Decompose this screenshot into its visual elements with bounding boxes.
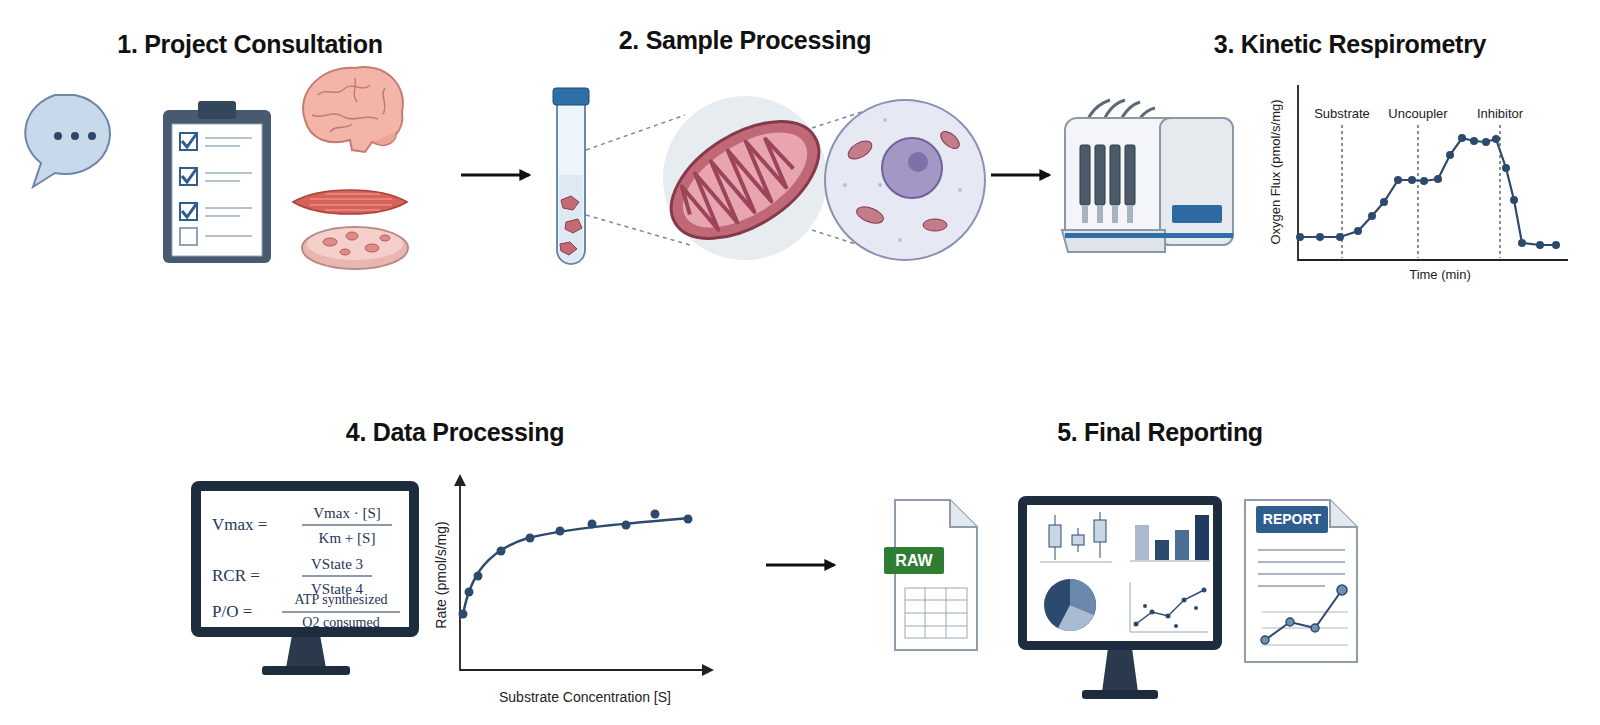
formula-text: P/O =: [212, 603, 252, 622]
step-heading: 4. Data Processing: [346, 418, 564, 447]
raw-file: [884, 500, 977, 650]
computer-monitor: [191, 481, 419, 675]
axis-label: Oxygen Flux (pmol/s/mg): [1269, 99, 1283, 244]
dashboard-monitor: [1018, 496, 1222, 699]
cell: [825, 100, 985, 260]
saturation-curve: [454, 474, 714, 676]
step-heading: 2. Sample Processing: [619, 26, 871, 55]
formula-text: ATP synthesized: [294, 592, 387, 607]
process-step: 2. Sample Processing: [535, 18, 985, 275]
marker-label: Uncoupler: [1388, 107, 1447, 121]
speech-bubble: [25, 95, 110, 187]
axis-label: Rate (pmol/s/mg): [434, 521, 449, 628]
process-step: 1. Project Consultation: [20, 20, 455, 275]
formula-text: Km + [S]: [319, 530, 376, 547]
file-tag: REPORT: [1263, 512, 1321, 527]
marker-label: Inhibitor: [1477, 107, 1523, 121]
report-document: [1245, 500, 1357, 662]
formula-text: VState 3: [311, 556, 363, 573]
file-tag: RAW: [895, 552, 932, 570]
brain: [303, 67, 403, 152]
process-step: 4. Data Processing: [175, 410, 760, 715]
formula-text: O2 consumed: [302, 615, 379, 630]
axis-label: Time (min): [1409, 268, 1471, 282]
flow-arrow: [461, 174, 529, 177]
clipboard: [163, 101, 271, 263]
process-step: 3. Kinetic Respirometry: [1055, 20, 1585, 285]
marker-label: Substrate: [1314, 107, 1370, 121]
step-heading: 5. Final Reporting: [1057, 418, 1263, 447]
mitochondrion: [651, 96, 839, 262]
formula-text: RCR =: [212, 567, 260, 586]
flow-arrow: [991, 174, 1049, 177]
test-tube: [553, 88, 589, 264]
step-heading: 3. Kinetic Respirometry: [1214, 30, 1486, 59]
axis-label: Substrate Concentration [S]: [499, 690, 671, 705]
respirometer: [1062, 100, 1233, 252]
formula-text: Vmax =: [212, 516, 267, 535]
oxygen-flux-chart: [1296, 85, 1568, 260]
petri-dish: [302, 227, 408, 269]
formula-text: Vmax · [S]: [313, 505, 381, 522]
flow-arrow: [766, 564, 834, 567]
muscle: [293, 190, 407, 214]
step-heading: 1. Project Consultation: [117, 30, 382, 59]
